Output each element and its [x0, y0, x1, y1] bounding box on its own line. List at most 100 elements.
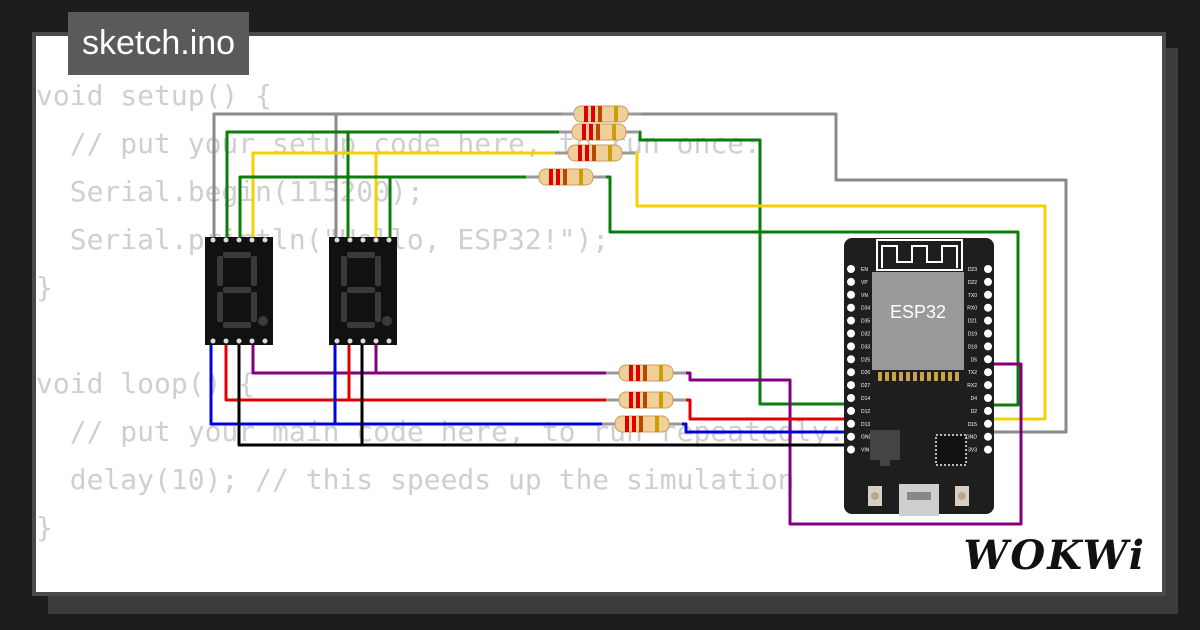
pin-label: D18: [968, 344, 977, 350]
pin-label: D22: [968, 280, 977, 286]
esp32-board[interactable]: ESP32ENVPVND34D35D32D33D25D26D27D14D12D1…: [844, 238, 994, 516]
display-segment: [375, 256, 381, 286]
pin-label: D4: [971, 396, 978, 402]
wire: [237, 345, 853, 447]
regulator-tab: [880, 460, 890, 466]
code-line: Serial.begin(115200);: [36, 175, 424, 208]
board-pin: [847, 277, 855, 286]
pin-label: RX0: [967, 306, 977, 312]
display-segment: [347, 252, 375, 258]
resistor-band: [614, 106, 618, 122]
chip-contact: [892, 372, 896, 381]
display-segment: [375, 292, 381, 322]
code-line: void setup() {: [36, 79, 273, 112]
resistor-band: [625, 416, 629, 432]
display-segment: [217, 292, 223, 322]
display-segment: [341, 292, 347, 322]
usb-uart-chip: [935, 434, 967, 466]
resistor-band: [598, 106, 602, 122]
display-pin: [347, 237, 353, 243]
resistor-band: [592, 145, 596, 161]
wire: [251, 345, 1023, 526]
pin-label: VN: [861, 293, 868, 299]
board-pin: [984, 432, 992, 441]
board-pin: [984, 303, 992, 312]
board-pin: [984, 368, 992, 377]
board-pin: [847, 316, 855, 325]
resistor-band: [608, 145, 612, 161]
chip-contact: [927, 372, 931, 381]
display-pin: [334, 237, 340, 243]
pin-label: GND: [861, 435, 873, 441]
resistor-band: [629, 392, 633, 408]
resistor-band: [563, 169, 567, 185]
resistor-band: [612, 124, 616, 140]
resistor-band: [639, 416, 643, 432]
board-pin: [984, 277, 992, 286]
chip-contact: [920, 372, 924, 381]
code-line: void loop() {: [36, 367, 256, 400]
seven-segment-displays: [205, 237, 397, 345]
display-pin: [210, 237, 216, 243]
display-pin: [249, 237, 255, 243]
resistor-band: [596, 124, 600, 140]
wire: [238, 175, 1020, 407]
resistor: [606, 391, 686, 409]
pin-label: D5: [971, 357, 978, 363]
seven-segment-display: [329, 237, 397, 345]
resistor-band: [578, 145, 582, 161]
display-pin: [360, 237, 366, 243]
pin-label: TX2: [968, 370, 977, 376]
pin-label: D19: [968, 332, 977, 338]
board-pin: [984, 419, 992, 428]
display-pin: [210, 338, 216, 344]
chip-contact: [906, 372, 910, 381]
chip-label: ESP32: [890, 302, 946, 322]
chip-contact: [885, 372, 889, 381]
pin-label: D21: [968, 319, 977, 325]
pin-label: D26: [861, 370, 870, 376]
resistor-band: [582, 124, 586, 140]
resistor-band: [636, 365, 640, 381]
resistor-band: [636, 392, 640, 408]
board-pin: [847, 445, 855, 454]
display-pin: [373, 338, 379, 344]
pin-label: VP: [861, 280, 868, 286]
display-segment: [217, 256, 223, 286]
pin-label: RX2: [967, 383, 977, 389]
board-pin: [984, 342, 992, 351]
file-tab[interactable]: sketch.ino: [68, 12, 250, 75]
board-pin: [847, 329, 855, 338]
display-pin: [223, 338, 229, 344]
pin-label: D32: [861, 332, 870, 338]
board-pin: [847, 419, 855, 428]
display-pin: [236, 338, 242, 344]
antenna-pattern: [881, 245, 958, 268]
chip-shield: [872, 272, 964, 370]
display-segment: [223, 322, 251, 328]
resistor-band: [591, 106, 595, 122]
pin-label: 3V3: [968, 448, 977, 454]
seven-segment-display: [205, 237, 273, 345]
display-pin: [262, 338, 268, 344]
resistor-band: [556, 169, 560, 185]
pin-label: D34: [861, 306, 870, 312]
resistor: [602, 415, 682, 433]
usb-slot: [907, 492, 931, 500]
board-pin: [847, 381, 855, 390]
display-segment: [251, 292, 257, 322]
display-pin: [223, 237, 229, 243]
pin-label: D13: [861, 422, 870, 428]
board-pin: [847, 368, 855, 377]
resistor-band: [659, 365, 663, 381]
chip-contact: [878, 372, 882, 381]
pin-label: D2: [971, 409, 978, 415]
reset-button-cap: [958, 492, 966, 500]
board-pin: [847, 394, 855, 402]
chip-contact: [941, 372, 945, 381]
resistor: [526, 168, 606, 186]
board-pin: [984, 355, 992, 364]
display-pin: [249, 338, 255, 344]
board-pin: [984, 381, 992, 390]
